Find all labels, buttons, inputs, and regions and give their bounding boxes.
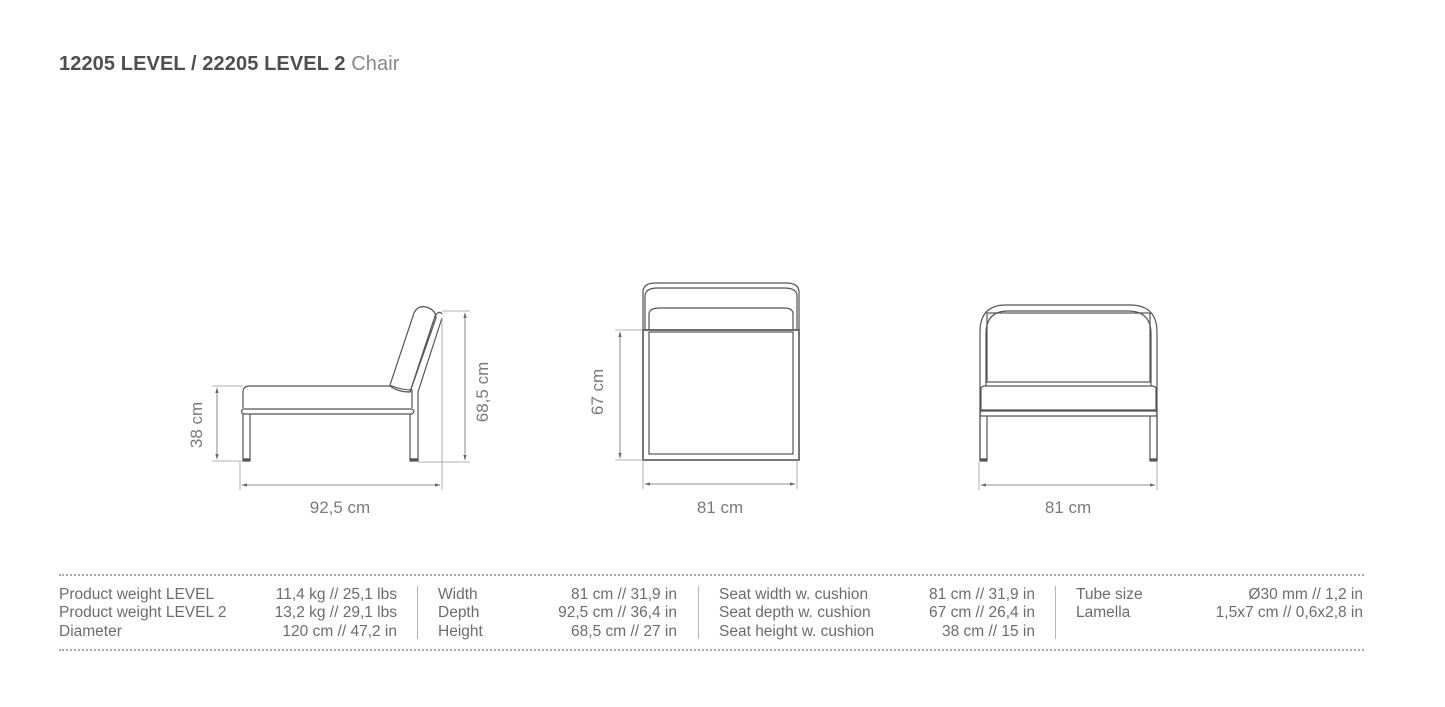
product-codes: 12205 LEVEL / 22205 LEVEL 2 bbox=[59, 53, 346, 75]
spec-column-divider bbox=[698, 586, 699, 639]
top-width-label: 81 cm bbox=[697, 498, 743, 517]
spec-row: Product weight LEVEL 2 13,2 kg // 29,1 l… bbox=[59, 604, 397, 622]
spec-row: Seat height w. cushion 38 cm // 15 in bbox=[719, 623, 1035, 641]
side-view-drawing bbox=[240, 306, 443, 462]
spec-label: Tube size bbox=[1076, 586, 1143, 603]
side-depth-label: 92,5 cm bbox=[310, 498, 370, 517]
page-title: 12205 LEVEL / 22205 LEVEL 2 Chair bbox=[59, 51, 400, 77]
spec-label: Diameter bbox=[59, 622, 122, 640]
spec-bottom-dotted-divider bbox=[59, 649, 1364, 651]
front-width-label: 81 cm bbox=[1045, 498, 1091, 517]
spec-group-seat: Seat width w. cushion 81 cm // 31,9 in S… bbox=[719, 586, 1035, 641]
side-view-dimensions bbox=[212, 310, 470, 490]
spec-label: Product weight LEVEL 2 bbox=[59, 604, 227, 622]
spec-group-weights: Product weight LEVEL 11,4 kg // 25,1 lbs… bbox=[59, 586, 397, 641]
spec-row: Seat depth w. cushion 67 cm // 26,4 in bbox=[719, 604, 1035, 622]
spec-group-dimensions: Width 81 cm // 31,9 in Depth 92,5 cm // … bbox=[438, 586, 677, 641]
spec-column-divider bbox=[1055, 586, 1056, 639]
spec-row: Width 81 cm // 31,9 in bbox=[438, 586, 677, 604]
spec-top-dotted-divider bbox=[59, 574, 1364, 576]
top-seat-depth-label: 67 cm bbox=[588, 369, 607, 415]
technical-drawings: 38 cm 68,5 cm 92,5 cm 67 cm 81 cm bbox=[187, 282, 1158, 517]
spec-label: Depth bbox=[438, 604, 480, 622]
spec-row: Lamella 1,5x7 cm // 0,6x2,8 in bbox=[1076, 604, 1363, 622]
spec-label: Lamella bbox=[1076, 604, 1131, 622]
spec-row: Product weight LEVEL 11,4 kg // 25,1 lbs bbox=[59, 586, 397, 604]
spec-value: 81 cm // 31,9 in bbox=[929, 586, 1035, 603]
spec-label: Height bbox=[438, 622, 483, 640]
spec-value: 120 cm // 47,2 in bbox=[282, 622, 397, 640]
spec-value: 68,5 cm // 27 in bbox=[571, 622, 677, 640]
spec-row: Seat width w. cushion 81 cm // 31,9 in bbox=[719, 586, 1035, 604]
spec-label: Seat width w. cushion bbox=[719, 586, 869, 603]
spec-value: 1,5x7 cm // 0,6x2,8 in bbox=[1215, 604, 1363, 622]
side-seat-height-label: 38 cm bbox=[187, 402, 206, 448]
spec-label: Width bbox=[438, 586, 478, 603]
spec-value: 92,5 cm // 36,4 in bbox=[558, 604, 677, 622]
spec-label: Seat height w. cushion bbox=[719, 622, 875, 640]
side-total-height-label: 68,5 cm bbox=[473, 362, 492, 422]
product-type: Chair bbox=[351, 53, 400, 75]
spec-value: 38 cm // 15 in bbox=[941, 622, 1035, 640]
spec-row: Height 68,5 cm // 27 in bbox=[438, 623, 677, 641]
spec-value: Ø30 mm // 1,2 in bbox=[1248, 586, 1363, 603]
spec-column-divider bbox=[417, 586, 418, 639]
spec-row: Tube size Ø30 mm // 1,2 in bbox=[1076, 586, 1363, 604]
spec-label: Product weight LEVEL bbox=[59, 586, 215, 603]
spec-label: Seat depth w. cushion bbox=[719, 604, 871, 622]
spec-row: Diameter 120 cm // 47,2 in bbox=[59, 623, 397, 641]
spec-value: 81 cm // 31,9 in bbox=[571, 586, 677, 603]
spec-value: 13,2 kg // 29,1 lbs bbox=[274, 604, 397, 622]
spec-group-materials: Tube size Ø30 mm // 1,2 in Lamella 1,5x7… bbox=[1076, 586, 1363, 623]
front-view-drawing bbox=[979, 304, 1158, 462]
front-view-dimensions bbox=[978, 462, 1158, 490]
spec-value: 11,4 kg // 25,1 lbs bbox=[275, 586, 397, 603]
spec-row: Depth 92,5 cm // 36,4 in bbox=[438, 604, 677, 622]
spec-value: 67 cm // 26,4 in bbox=[929, 604, 1035, 622]
top-view-dimensions bbox=[615, 329, 798, 489]
top-view-drawing bbox=[642, 282, 800, 461]
